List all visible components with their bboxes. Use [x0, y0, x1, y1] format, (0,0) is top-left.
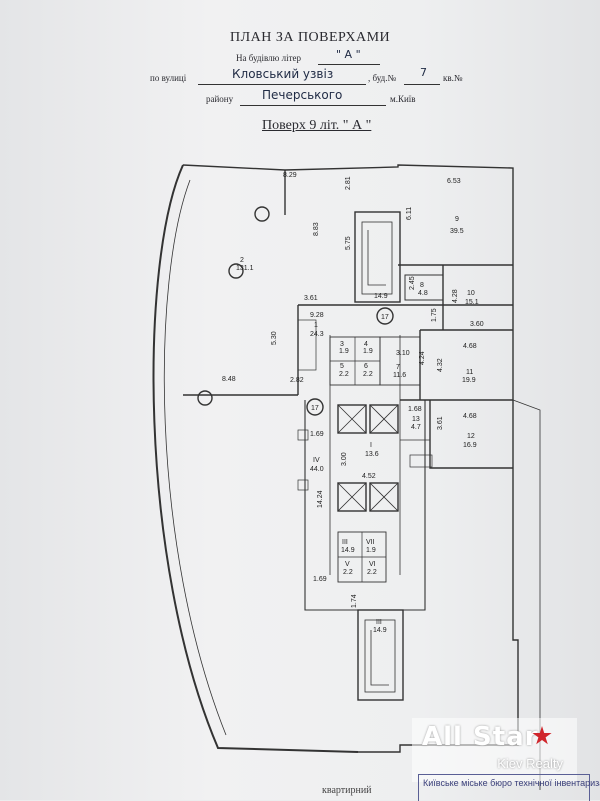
- dim-label: 6.53: [447, 178, 461, 185]
- city-label: м.Київ: [390, 94, 416, 104]
- room-id: 9: [455, 216, 459, 223]
- room-area: 44.0: [310, 466, 324, 473]
- house-label: , буд.№: [368, 73, 397, 83]
- room-area: 1.9: [339, 348, 349, 355]
- room-area: 19.9: [462, 377, 476, 384]
- room-area: 2.2: [343, 569, 353, 576]
- room-id: 11: [466, 369, 473, 376]
- dim-label: 4.32: [437, 358, 444, 372]
- dim-label: 14.24: [317, 490, 324, 508]
- dim-label: 3.60: [470, 321, 484, 328]
- dim-label: 6.11: [406, 207, 413, 220]
- plan-title: ПЛАН ЗА ПОВЕРХАМИ: [230, 30, 391, 45]
- dim-label: 8.29: [283, 172, 297, 179]
- dim-label: 8.83: [313, 222, 320, 236]
- room-area: 4.8: [418, 290, 428, 297]
- room-area: 2.2: [367, 569, 377, 576]
- room-area: 4.7: [411, 424, 421, 431]
- apt-label: кв.№: [443, 73, 463, 83]
- dim-label: 3.00: [341, 452, 348, 466]
- room-area: 24.3: [310, 331, 324, 338]
- dim-label: 4.68: [463, 413, 477, 420]
- room-area: 39.5: [450, 228, 464, 235]
- room-area: 1.9: [366, 547, 376, 554]
- room-area: 11.6: [393, 372, 406, 379]
- watermark-subtitle: Kiev Realty: [497, 756, 563, 771]
- marker: 17: [311, 405, 319, 412]
- room-id: IV: [313, 457, 320, 464]
- dim-label: 4.68: [463, 343, 477, 350]
- marker: 17: [381, 314, 389, 321]
- room-id: 13: [412, 416, 420, 423]
- room-area: 14.9: [341, 547, 355, 554]
- building-value: " А ": [336, 48, 361, 61]
- stamp-frame: [418, 774, 590, 801]
- room-id: I: [370, 442, 372, 449]
- dim-label: 4.28: [452, 289, 459, 303]
- dim-label: 2.81: [345, 176, 352, 190]
- room-id: 7: [396, 364, 400, 371]
- room-id: 3: [340, 341, 344, 348]
- dim-label: 1.69: [313, 576, 327, 583]
- room-area: 2.2: [339, 371, 349, 378]
- dim-label: 2.82: [290, 377, 304, 384]
- dim-label: 2.45: [409, 276, 416, 290]
- dim-label: 1.69: [310, 431, 324, 438]
- watermark-brand: All Star: [422, 722, 539, 752]
- floor-title: Поверх 9 літ. " А ": [262, 118, 372, 133]
- room-id: VI: [369, 561, 376, 568]
- room-id: 12: [467, 433, 475, 440]
- dim-label: 4.24: [419, 351, 426, 365]
- room-area: 15.1: [465, 299, 479, 306]
- room-area: 1.9: [363, 348, 373, 355]
- room-area: 13.6: [365, 451, 379, 458]
- dim-label: 3.61: [304, 295, 318, 302]
- room-id: 10: [467, 290, 475, 297]
- room-id: VII: [366, 539, 375, 546]
- room-id: 5: [340, 363, 344, 370]
- street-label: по вулиці: [150, 73, 187, 83]
- room-id: 4: [364, 341, 368, 348]
- street-value: Кловський узвіз: [232, 67, 334, 81]
- district-label: району: [206, 94, 234, 104]
- dim-label: 9.28: [310, 312, 324, 319]
- dim-label: 5.30: [271, 331, 278, 345]
- dim-label: 1.75: [431, 308, 438, 322]
- room-area: 14.9: [373, 627, 387, 634]
- room-id: V: [345, 561, 350, 568]
- dim-label: 1.68: [408, 406, 422, 413]
- room-id: III: [376, 619, 382, 626]
- room-area: 14.9: [374, 293, 388, 300]
- building-label: На будівлю літер: [236, 53, 302, 63]
- house-value: 7: [420, 66, 427, 79]
- room-id: 6: [364, 363, 368, 370]
- room-area: 16.9: [463, 442, 477, 449]
- room-id: 1: [314, 322, 318, 329]
- dim-label: 4.52: [362, 473, 376, 480]
- watermark-logo: All Star Kiev Realty: [412, 718, 577, 782]
- dim-label: 5.75: [345, 236, 352, 250]
- dim-label: 3.10: [396, 350, 410, 357]
- dim-label: 1.74: [351, 594, 358, 608]
- dim-label: 3.61: [437, 416, 444, 430]
- room-area: 131.1: [236, 265, 254, 272]
- bti-stamp: Київське міське бюро технічної інвентари…: [423, 778, 600, 788]
- room-id: 2: [240, 257, 244, 264]
- room-id: 8: [420, 282, 424, 289]
- room-labels: 8.29 2.81 6.53 6.11 9 39.5 8.83 5.75 2.4…: [222, 172, 484, 634]
- footer-partial-text: квартирний: [322, 785, 372, 796]
- district-value: Печерського: [262, 88, 343, 102]
- room-area: 2.2: [363, 371, 373, 378]
- dim-label: 8.48: [222, 376, 236, 383]
- room-id: III: [342, 539, 348, 546]
